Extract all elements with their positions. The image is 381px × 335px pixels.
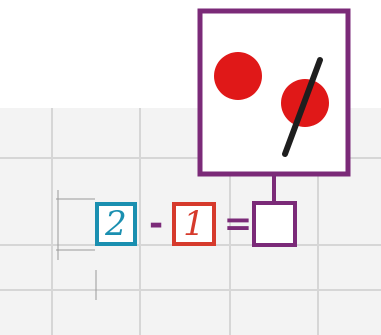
minus-sign: - (144, 202, 168, 246)
equals-sign: = (224, 202, 252, 246)
red-dot-icon (214, 52, 262, 100)
second-number-box: 1 (172, 202, 216, 246)
picture-card (200, 11, 348, 203)
first-number-box: 2 (95, 202, 137, 246)
first-number: 2 (105, 207, 127, 241)
answer-box[interactable] (252, 201, 297, 247)
second-number: 1 (183, 207, 205, 241)
